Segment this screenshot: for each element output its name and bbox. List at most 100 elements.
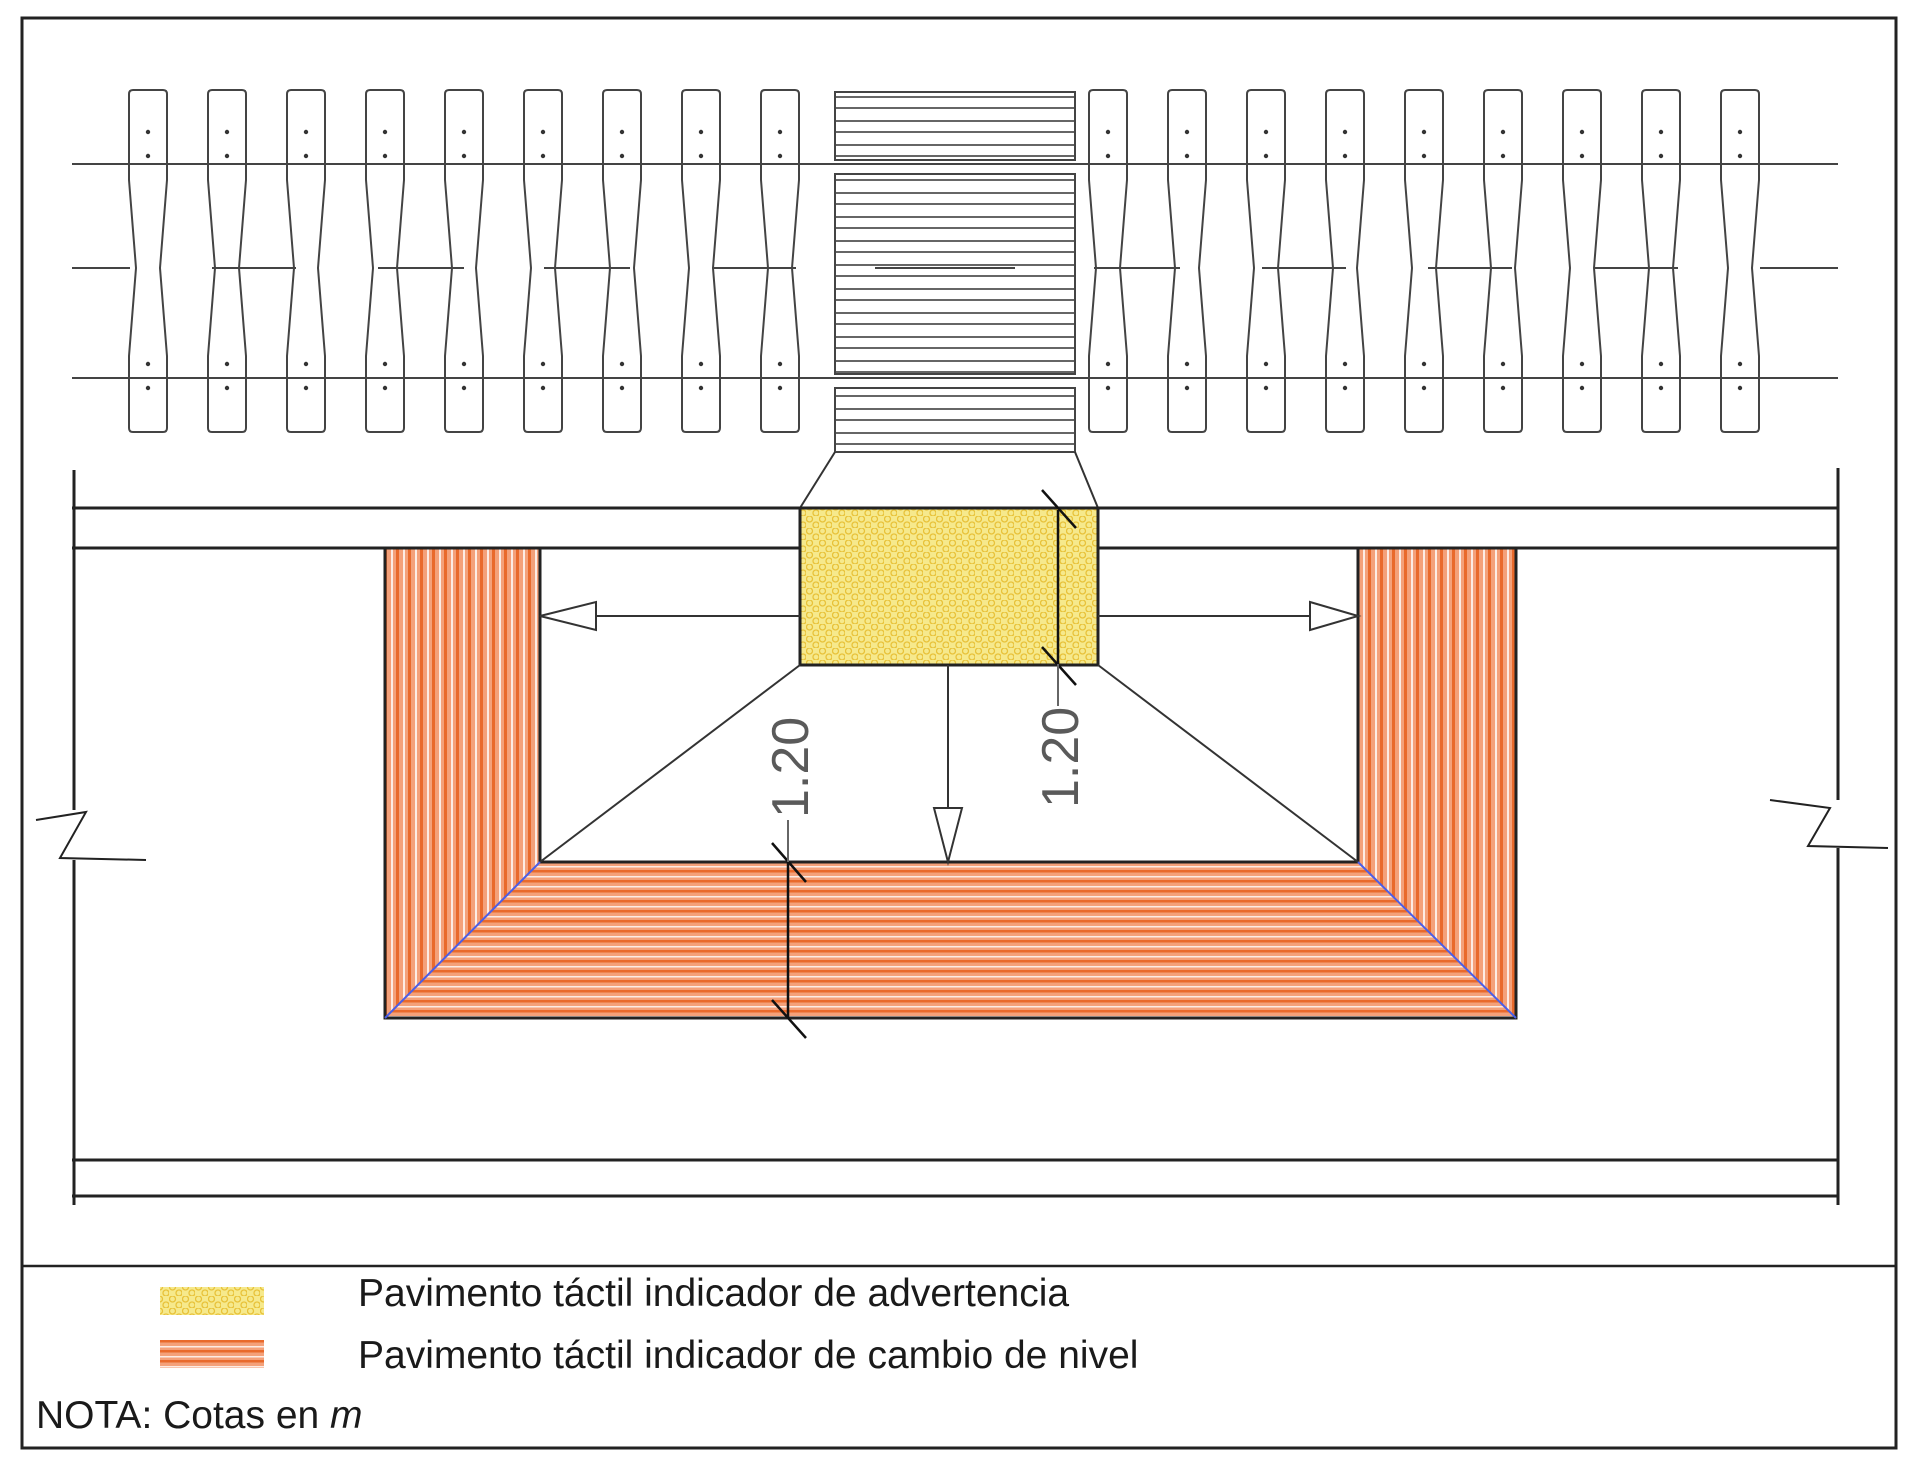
sleeper-bolt	[1737, 129, 1743, 135]
sleeper-bolt	[1579, 361, 1585, 367]
sleeper-bolt	[303, 129, 309, 135]
figure-frame	[20, 16, 1898, 1450]
sleeper-bolt	[1105, 129, 1111, 135]
sleeper	[128, 89, 168, 433]
sleeper	[602, 89, 642, 433]
legend-swatch-warning	[160, 1287, 264, 1315]
sleeper-bolt	[1263, 129, 1269, 135]
track-sleepers	[128, 89, 1760, 433]
sleeper-bolt	[145, 361, 151, 367]
sleeper-bolt	[777, 361, 783, 367]
sleeper	[681, 89, 721, 433]
sleeper-bolt	[303, 153, 309, 159]
sleeper-bolt	[461, 129, 467, 135]
sleeper-bolt	[382, 385, 388, 391]
sleeper-bolt	[1184, 129, 1190, 135]
break-symbol-left	[35, 810, 147, 861]
sleeper-bolt	[1658, 385, 1664, 391]
sleeper-bolt	[224, 129, 230, 135]
sleeper	[1088, 89, 1128, 433]
note-unit: m	[330, 1394, 363, 1437]
sleeper-bolt	[224, 385, 230, 391]
sleeper-bolt	[382, 129, 388, 135]
sleeper	[1246, 89, 1286, 433]
note: NOTA: Cotas en m	[36, 1394, 363, 1437]
sleeper-bolt	[1737, 385, 1743, 391]
sleeper-bolt	[619, 385, 625, 391]
sleeper-bolt	[1105, 385, 1111, 391]
dimension-lines	[771, 489, 1077, 1039]
sleeper-bolt	[1263, 385, 1269, 391]
sleeper-bolt	[1105, 361, 1111, 367]
sleeper-bolt	[619, 153, 625, 159]
dimension-label-right: 1.20	[1032, 707, 1090, 808]
sleeper-bolt	[382, 153, 388, 159]
pedestrian-crossing	[799, 91, 1099, 509]
sleeper-bolt	[1579, 153, 1585, 159]
sleeper-bolt	[1342, 385, 1348, 391]
legend-swatch-level-change	[160, 1340, 264, 1368]
sleeper	[523, 89, 563, 433]
legend-label-warning: Pavimento táctil indicador de advertenci…	[358, 1272, 1069, 1315]
sleeper-bolt	[540, 385, 546, 391]
legend: Pavimento táctil indicador de advertenci…	[160, 1272, 1138, 1377]
sleeper-bolt	[698, 153, 704, 159]
sleeper-bolt	[224, 361, 230, 367]
break-symbol-right	[1769, 799, 1889, 849]
sleeper-bolt	[145, 385, 151, 391]
sleeper-bolt	[1342, 361, 1348, 367]
sleeper-bolt	[540, 129, 546, 135]
sleeper-bolt	[1421, 385, 1427, 391]
sleeper-bolt	[145, 129, 151, 135]
sleeper-bolt	[461, 385, 467, 391]
direction-arrows	[539, 600, 1362, 866]
sleeper-bolt	[145, 153, 151, 159]
sleeper-bolt	[461, 153, 467, 159]
sleeper-bolt	[382, 361, 388, 367]
level-change-paving	[383, 546, 1518, 1020]
sleeper	[365, 89, 405, 433]
legend-label-level-change: Pavimento táctil indicador de cambio de …	[358, 1334, 1138, 1377]
sleeper-bolt	[1263, 153, 1269, 159]
sleeper	[444, 89, 484, 433]
warning-paving	[798, 506, 1100, 667]
sleeper-bolt	[777, 385, 783, 391]
sleeper-bolt	[1342, 153, 1348, 159]
sleeper-bolt	[1579, 385, 1585, 391]
sleeper-bolt	[698, 129, 704, 135]
sleeper-bolt	[540, 153, 546, 159]
sleeper-bolt	[777, 153, 783, 159]
sleeper-bolt	[1105, 153, 1111, 159]
sleeper	[1720, 89, 1760, 433]
sleeper-bolt	[1184, 153, 1190, 159]
sleeper	[760, 89, 800, 433]
track-rails	[72, 163, 1838, 379]
sleeper-bolt	[1500, 361, 1506, 367]
sleeper	[1641, 89, 1681, 433]
sleeper-bolt	[224, 153, 230, 159]
sleeper-bolt	[1500, 129, 1506, 135]
sleeper-bolt	[1579, 129, 1585, 135]
sleeper	[286, 89, 326, 433]
sleeper-bolt	[461, 361, 467, 367]
sleeper	[1483, 89, 1523, 433]
sleeper-bolt	[540, 361, 546, 367]
sleeper-bolt	[1658, 153, 1664, 159]
sleeper-bolt	[1184, 361, 1190, 367]
sleeper	[1562, 89, 1602, 433]
sleeper-bolt	[1658, 361, 1664, 367]
sleeper-bolt	[303, 385, 309, 391]
sleeper-bolt	[619, 361, 625, 367]
sleeper-bolt	[1500, 385, 1506, 391]
sleeper-bolt	[1737, 153, 1743, 159]
sleeper-bolt	[1421, 361, 1427, 367]
sleeper-bolt	[777, 129, 783, 135]
sleeper-bolt	[619, 129, 625, 135]
sleeper-bolt	[1263, 361, 1269, 367]
sleeper	[207, 89, 247, 433]
platform-back	[72, 548, 1840, 1205]
sleeper-bolt	[698, 361, 704, 367]
note-prefix: NOTA: Cotas en	[36, 1394, 330, 1437]
sleeper	[1404, 89, 1444, 433]
